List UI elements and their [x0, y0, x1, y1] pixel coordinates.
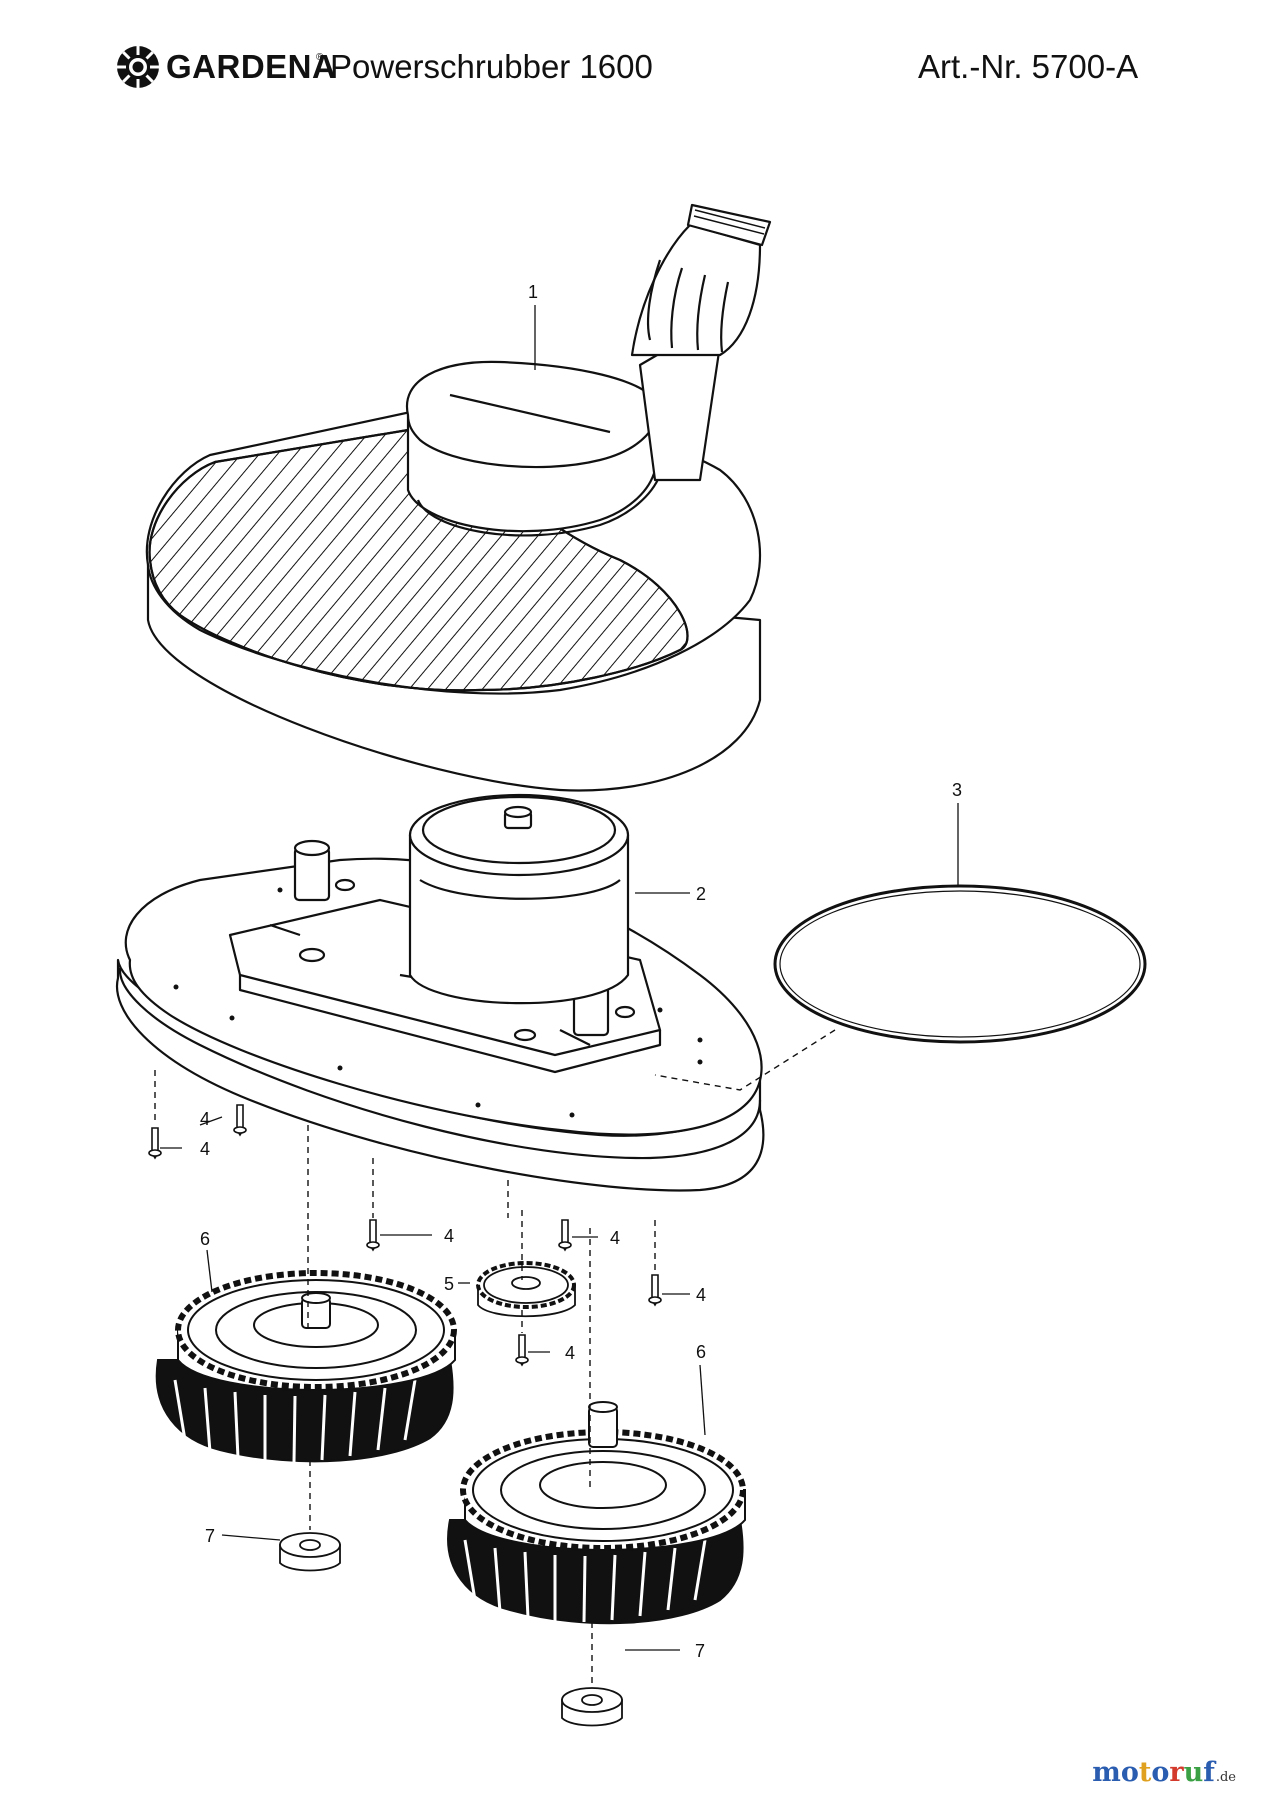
- callout-2: 2: [696, 884, 706, 904]
- callout-7b: 7: [695, 1641, 705, 1661]
- brand-name: GARDENA: [166, 48, 337, 85]
- callout-3: 3: [952, 780, 962, 800]
- watermark-letter: f: [1203, 1757, 1215, 1788]
- part-4-screws: [148, 1104, 662, 1367]
- part-5-small-gear: [476, 1261, 576, 1318]
- gardena-flower-logo-icon: [117, 46, 159, 88]
- watermark-letter: m: [1092, 1757, 1121, 1788]
- callout-7a: 7: [205, 1526, 215, 1546]
- motoruf-watermark: motoruf.de: [1092, 1757, 1236, 1788]
- watermark-letter: o: [1151, 1757, 1170, 1788]
- watermark-letter: u: [1183, 1757, 1204, 1788]
- watermark-letter: r: [1169, 1757, 1184, 1788]
- callout-1: 1: [528, 282, 538, 302]
- product-name: Powerschrubber 1600: [330, 48, 653, 85]
- callout-4f: 4: [565, 1343, 575, 1363]
- article-number: Art.-Nr. 5700-A: [918, 48, 1139, 85]
- watermark-text: motoruf: [1092, 1757, 1215, 1788]
- callout-5: 5: [444, 1274, 454, 1294]
- callout-4b: 4: [200, 1139, 210, 1159]
- watermark-letter: t: [1138, 1757, 1152, 1788]
- assembly-guide-lines: [154, 1029, 836, 1685]
- part-6-brush-left: [155, 1270, 457, 1463]
- callout-6a: 6: [200, 1229, 210, 1249]
- watermark-letter: o: [1120, 1757, 1139, 1788]
- callout-6b: 6: [696, 1342, 706, 1362]
- part-7-clips: [279, 1532, 623, 1727]
- watermark-suffix: .de: [1215, 1770, 1236, 1785]
- callout-labels: 1 2 3 4 4 4 4 4 4 5 6 6 7 7: [200, 282, 962, 1661]
- registered-mark: ®: [316, 52, 324, 63]
- callout-4c: 4: [444, 1226, 454, 1246]
- callout-leaders: [160, 305, 959, 1651]
- part-2-base-plate: [115, 793, 765, 1192]
- header: GARDENA ® Powerschrubber 1600 Art.-Nr. 5…: [0, 0, 1272, 140]
- callout-4a: 4: [200, 1109, 210, 1129]
- callout-4d: 4: [610, 1228, 620, 1248]
- part-1-housing-cover: [145, 203, 772, 792]
- part-3-o-ring: [773, 884, 1147, 1044]
- part-6-brush-right: [447, 1401, 746, 1625]
- callout-4e: 4: [696, 1285, 706, 1305]
